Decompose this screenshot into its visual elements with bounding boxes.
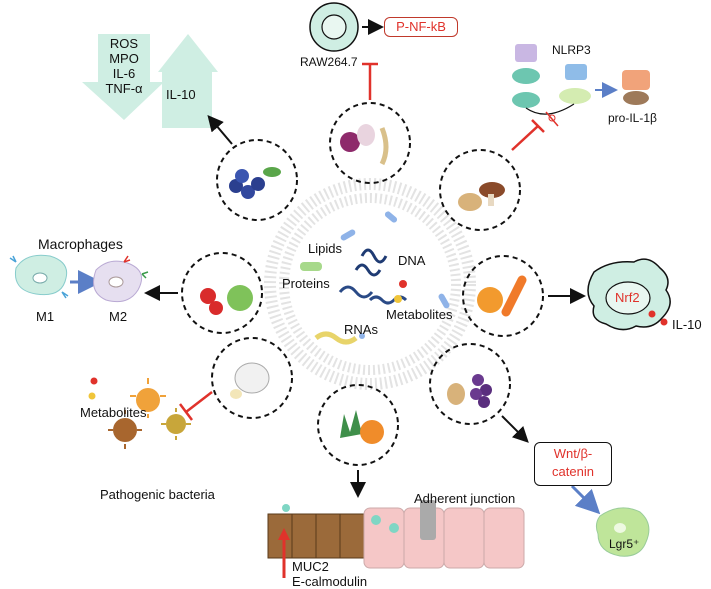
nlrp3-complex (512, 44, 591, 127)
up-arrow-shape (158, 34, 218, 72)
label-adherent-junction: Adherent junction (414, 491, 516, 506)
pnfkb-box: P-NF-kB (384, 17, 458, 37)
metabolite-dot (399, 280, 407, 288)
label-pathogenic-bacteria: Pathogenic bacteria (100, 487, 215, 502)
food-circle-blueberry (216, 139, 298, 221)
label-lipids: Lipids (308, 241, 342, 256)
food-circle-ginger-mushroom (439, 149, 521, 231)
label-il10-right: IL-10 (672, 317, 702, 332)
cytokine-il6: IL-6 (112, 66, 136, 81)
cytokine-mpo: MPO (109, 51, 139, 66)
cytokine-ros: ROS (109, 36, 139, 51)
label-raw264: RAW264.7 (300, 55, 358, 69)
label-lgr5: Lgr5⁺ (609, 537, 640, 551)
dna-helix (360, 248, 388, 264)
label-m1: M1 (36, 309, 55, 324)
protein-bar (300, 262, 322, 271)
label-dna: DNA (398, 253, 426, 268)
down-cytokine-list: ROS MPO IL-6 TNF-α (98, 36, 150, 96)
raw264-cell (309, 2, 359, 52)
epithelium (267, 500, 525, 569)
label-pro-il1b: pro-IL-1β (608, 111, 657, 125)
lipid-bar (340, 229, 356, 241)
label-m2: M2 (109, 309, 128, 324)
m2-macrophage (93, 255, 149, 303)
cytokine-tnfa: TNF-α (105, 81, 143, 96)
bacteria-cluster (108, 378, 191, 449)
label-muc2: MUC2 (292, 559, 329, 574)
metabolite-dot-yellow (88, 392, 96, 400)
label-nlrp3: NLRP3 (552, 43, 591, 57)
pro-il1b-shape (622, 70, 650, 90)
down-arrow-shape (82, 82, 164, 120)
food-circle-onion-ginseng (329, 102, 411, 184)
label-e-calmodulin: E-calmodulin (292, 574, 368, 589)
food-circle-ginger-grapes (429, 343, 511, 425)
label-rnas: RNAs (344, 322, 378, 337)
rna-strand (314, 331, 358, 345)
food-circle-aloe-orange (317, 384, 399, 466)
inhibit-bacteria (185, 391, 213, 413)
center-membrane-cell (264, 178, 476, 390)
food-circle-orange-carrot (462, 255, 544, 337)
inhibit-nlrp3 (511, 125, 539, 151)
wnt-catenin-box: Wnt/β-catenin (534, 442, 612, 486)
label-nrf2: Nrf2 (615, 290, 640, 305)
label-il10-up: IL-10 (166, 87, 196, 102)
label-proteins: Proteins (282, 276, 330, 291)
label-metabolites-left: Metabolites (80, 405, 147, 420)
nrf2-cell (587, 258, 671, 331)
food-circle-garlic (211, 337, 293, 419)
metabolite-dot-red (90, 377, 98, 385)
label-macrophages: Macrophages (38, 236, 123, 252)
m1-macrophage (9, 254, 69, 299)
food-circle-strawberry-cabbage (181, 252, 263, 334)
label-metabolites-center: Metabolites (386, 307, 453, 322)
